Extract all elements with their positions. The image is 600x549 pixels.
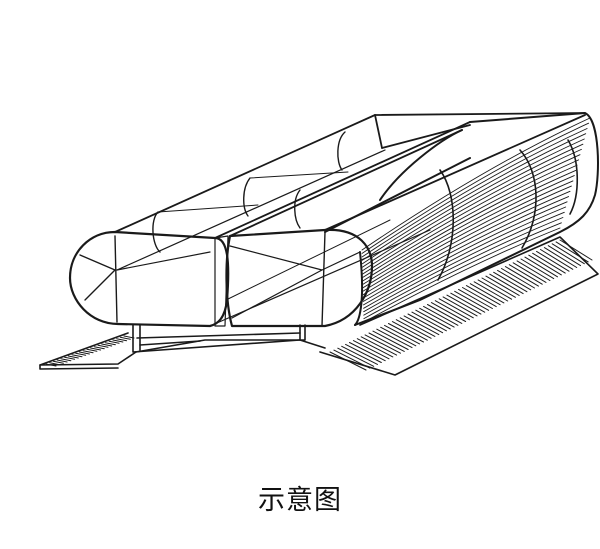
- cover-outline: [324, 112, 599, 326]
- roof-deck: [39, 236, 599, 376]
- roof-deck-ribs: [45, 239, 593, 371]
- cover-flutes: [361, 117, 591, 323]
- diagram-caption: 示意图: [258, 485, 342, 516]
- frame-arches: [152, 131, 349, 253]
- frame-right-end-ring: [225, 228, 374, 328]
- frame-left-end-ring: [68, 230, 230, 328]
- frame-base-gutter: [132, 235, 306, 353]
